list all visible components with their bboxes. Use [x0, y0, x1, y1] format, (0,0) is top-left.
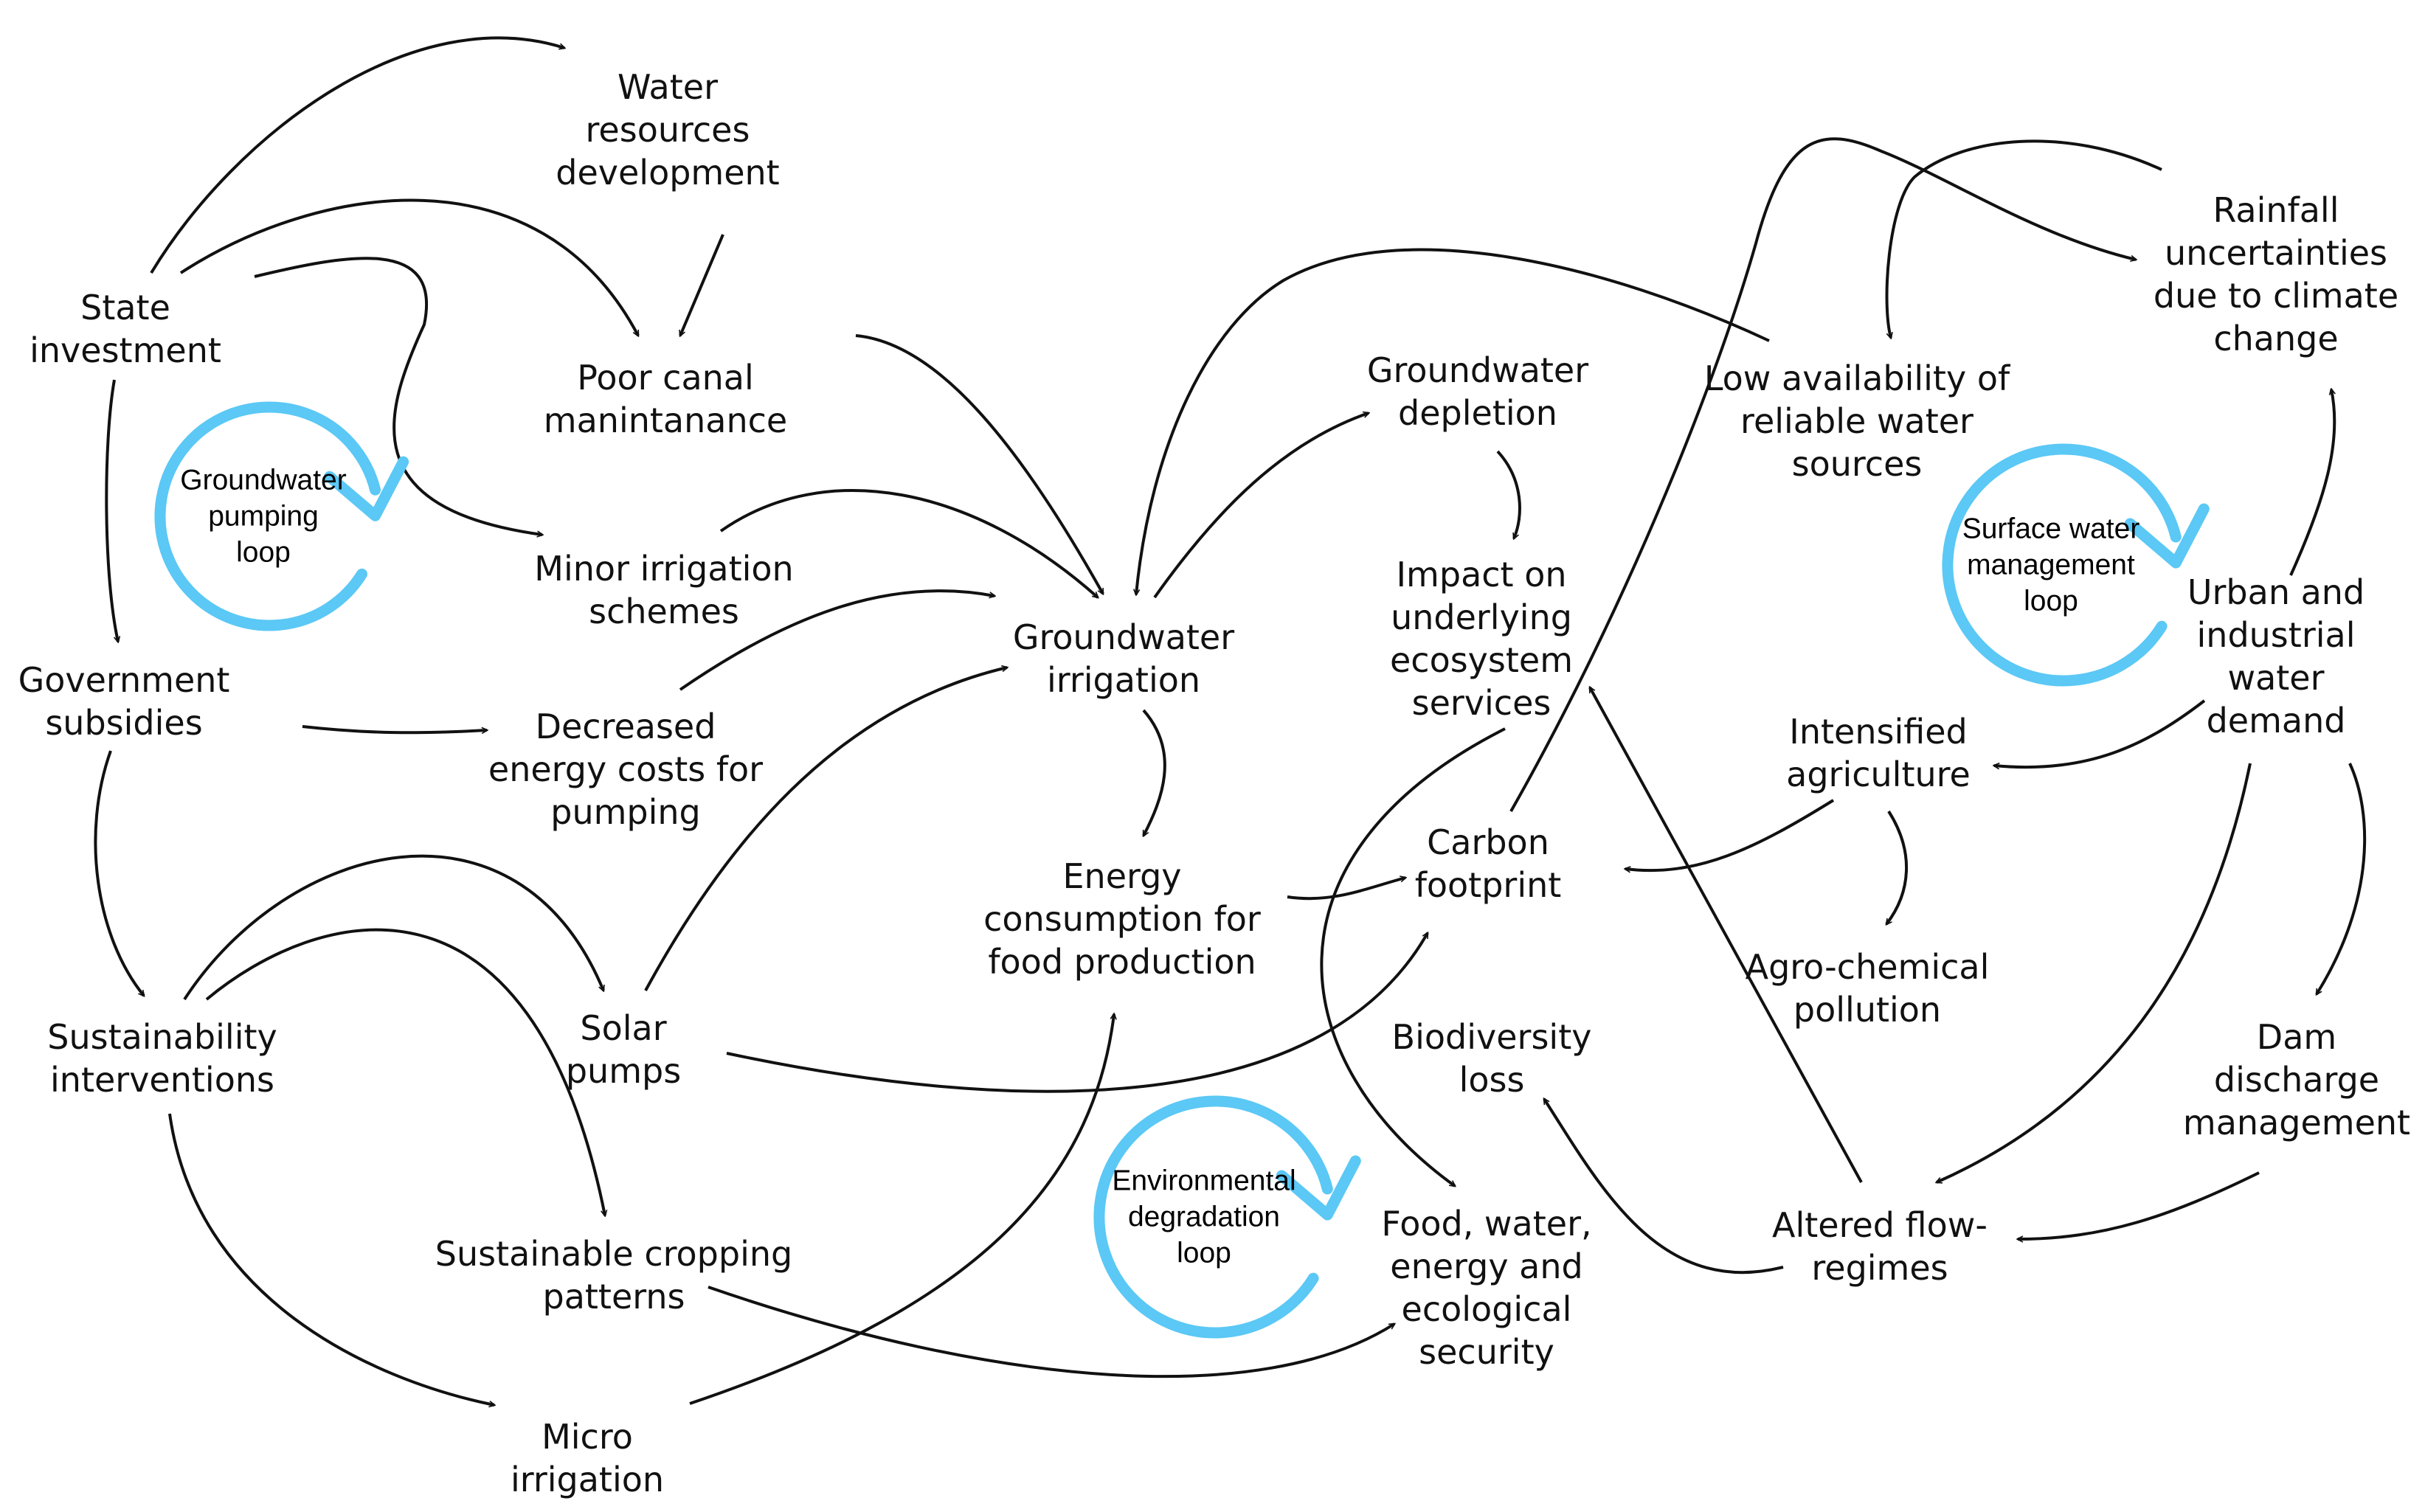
arrow-state-to-water-resources — [150, 36, 564, 274]
arrow-intensified-to-carbon — [1625, 799, 1835, 870]
arrow-sustainability-to-solar — [183, 854, 605, 1001]
arrow-dam-to-altered-flow — [2018, 1171, 2260, 1239]
arrow-state-to-government-subsidies — [105, 379, 118, 642]
arrow-subsidies-to-sustainability — [94, 750, 144, 996]
arrow-altered-flow-to-impact — [1588, 687, 1863, 1183]
loop-arrow-surface-water-management — [1942, 443, 2210, 687]
arrow-urban-demand-to-rainfall — [2289, 389, 2336, 576]
arrow-impact-to-food-security — [1320, 727, 1506, 1186]
arrow-state-to-minor-irrigation — [254, 257, 542, 535]
node-altered-flow-regimes: Altered flow-regimes — [1772, 1205, 1988, 1288]
arrow-micro-to-energy — [689, 1014, 1114, 1405]
arrow-groundwater-irrigation-to-energy — [1142, 709, 1166, 836]
arrow-cropping-to-food-security — [708, 1286, 1394, 1379]
arrow-rainfall-to-low-availability — [1885, 139, 2162, 338]
arrow-sustainability-to-cropping — [205, 928, 605, 1216]
arrow-carbon-to-rainfall — [1509, 137, 2136, 812]
arrow-groundwater-irrigation-to-depletion — [1153, 413, 1369, 599]
arrow-urban-demand-to-dam — [2315, 763, 2367, 994]
arrow-depletion-to-impact — [1496, 450, 1521, 538]
loop-arrow-environmental-degradation — [1093, 1095, 1361, 1339]
arrow-subsidies-to-decreased-costs — [302, 725, 487, 735]
arrow-minor-irrigation-to-groundwater-irrigation — [719, 489, 1098, 597]
arrow-urban-demand-to-altered-flow — [1937, 763, 2252, 1184]
arrow-solar-to-carbon — [726, 933, 1429, 1093]
arrow-intensified-to-agro-chemical — [1886, 810, 1908, 924]
loop-arrow-groundwater-pumping — [154, 401, 409, 631]
arrow-altered-flow-to-biodiversity — [1543, 1099, 1784, 1275]
arrow-solar-to-groundwater-irrigation — [644, 667, 1007, 991]
arrow-low-availability-to-groundwater-irrigation — [1136, 248, 1770, 594]
arrow-state-to-poor-canal — [179, 198, 640, 336]
arrow-sustainability-to-micro — [168, 1113, 494, 1405]
arrow-decreased-costs-to-groundwater-irrigation — [679, 589, 994, 691]
arrow-energy-to-carbon — [1287, 878, 1405, 901]
arrow-poor-canal-to-groundwater-irrigation — [855, 334, 1104, 594]
arrow-water-resources-to-poor-canal — [679, 234, 724, 336]
arrow-urban-demand-to-intensified — [1994, 699, 2206, 767]
